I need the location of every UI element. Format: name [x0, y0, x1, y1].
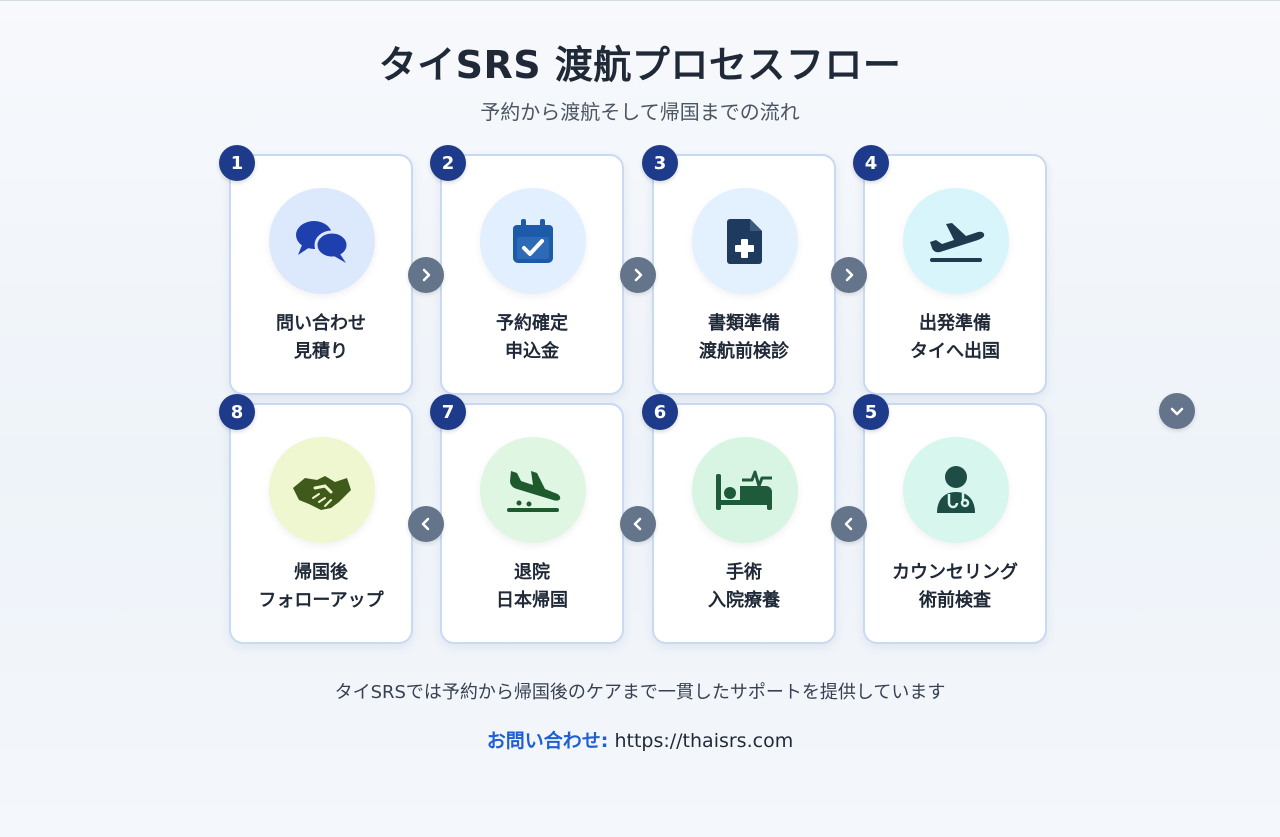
step-number-badge: 4 — [853, 145, 889, 181]
step-label-line1: 手術 — [726, 562, 762, 583]
step-label-line2: 見積り — [294, 341, 348, 362]
step-card-6: 6 手術 入院療養 — [642, 394, 836, 644]
chevron-left-icon — [831, 506, 867, 542]
step-label-line2: 術前検査 — [919, 590, 991, 611]
step-card-8: 8 帰国後 フォローアップ — [219, 394, 413, 644]
step-label-line2: 日本帰国 — [496, 590, 568, 611]
plane-arrival-icon — [480, 437, 586, 543]
step-card-1: 1 問い合わせ 見積り — [219, 145, 413, 395]
step-number-badge: 2 — [430, 145, 466, 181]
step-number-badge: 6 — [642, 394, 678, 430]
step-label-line2: 渡航前検診 — [699, 341, 789, 362]
step-number-badge: 8 — [219, 394, 255, 430]
step-number-badge: 3 — [642, 145, 678, 181]
step-label-line1: カウンセリング — [892, 562, 1018, 583]
calendar-check-icon — [480, 188, 586, 294]
step-label-line1: 帰国後 — [294, 562, 348, 583]
step-label: 帰国後 フォローアップ — [231, 559, 411, 615]
step-card-2: 2 予約確定 申込金 — [430, 145, 624, 395]
contact-line: お問い合わせ: https://thaisrs.com — [0, 726, 1280, 753]
step-label-line2: 入院療養 — [708, 590, 780, 611]
chevron-right-icon — [408, 257, 444, 293]
doctor-icon — [903, 437, 1009, 543]
page-subtitle: 予約から渡航そして帰国までの流れ — [480, 100, 800, 124]
chevron-right-icon — [831, 257, 867, 293]
step-card-4: 4 出発準備 タイへ出国 — [853, 145, 1047, 395]
step-label-line2: フォローアップ — [258, 590, 384, 611]
hospital-bed-icon — [692, 437, 798, 543]
chat-bubbles-icon — [269, 188, 375, 294]
handshake-icon — [269, 437, 375, 543]
page-title: タイSRS 渡航プロセスフロー — [378, 43, 902, 87]
step-label: 予約確定 申込金 — [442, 310, 622, 366]
step-label: カウンセリング 術前検査 — [865, 559, 1045, 615]
step-label-line1: 予約確定 — [496, 313, 568, 334]
chevron-left-icon — [620, 506, 656, 542]
step-label: 出発準備 タイへ出国 — [865, 310, 1045, 366]
top-border — [0, 0, 1280, 1]
contact-label: お問い合わせ: — [486, 730, 609, 752]
step-card-3: 3 書類準備 渡航前検診 — [642, 145, 836, 395]
step-label: 書類準備 渡航前検診 — [654, 310, 834, 366]
step-label: 問い合わせ 見積り — [231, 310, 411, 366]
medical-file-icon — [692, 188, 798, 294]
step-label-line1: 書類準備 — [708, 313, 780, 334]
step-label-line1: 問い合わせ — [276, 313, 366, 334]
step-label-line2: 申込金 — [505, 341, 559, 362]
step-label-line1: 出発準備 — [919, 313, 991, 334]
step-label: 退院 日本帰国 — [442, 559, 622, 615]
step-label-line2: タイへ出国 — [910, 341, 1000, 362]
footer-description: タイSRSでは予約から帰国後のケアまで一貫したサポートを提供しています — [334, 682, 946, 703]
step-label-line1: 退院 — [514, 562, 550, 583]
chevron-right-icon — [620, 257, 656, 293]
chevron-down-icon — [1159, 393, 1195, 429]
chevron-left-icon — [408, 506, 444, 542]
step-card-5: 5 カウンセリング 術前検査 — [853, 394, 1047, 644]
plane-departure-icon — [903, 188, 1009, 294]
contact-url-link[interactable]: https://thaisrs.com — [614, 730, 794, 752]
step-number-badge: 7 — [430, 394, 466, 430]
step-label: 手術 入院療養 — [654, 559, 834, 615]
step-number-badge: 1 — [219, 145, 255, 181]
step-card-7: 7 退院 日本帰国 — [430, 394, 624, 644]
step-number-badge: 5 — [853, 394, 889, 430]
